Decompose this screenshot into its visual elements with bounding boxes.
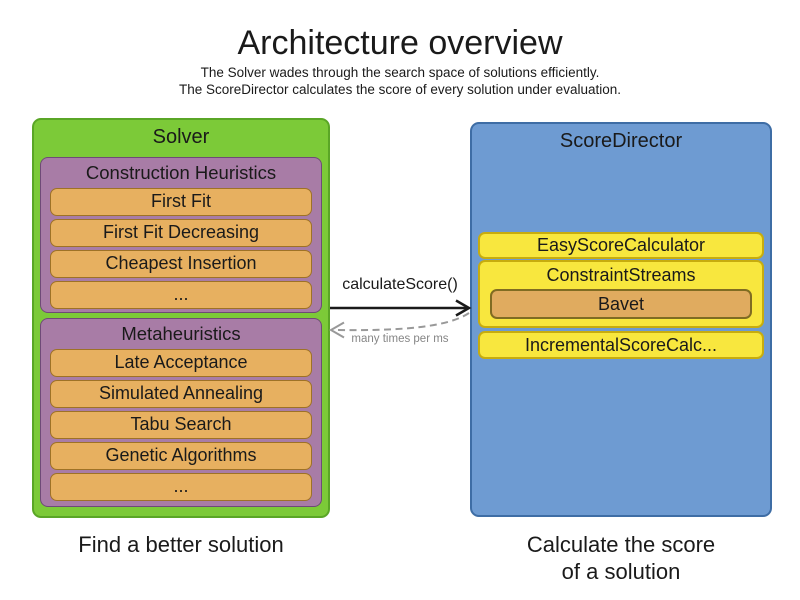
constraint-streams-label: ConstraintStreams [546, 265, 696, 285]
construction-heuristics-group: Construction Heuristics First Fit First … [40, 157, 322, 313]
score-director-caption-line-2: of a solution [561, 559, 681, 584]
algorithm-item: Simulated Annealing [50, 380, 312, 408]
frequency-label: many times per ms [351, 333, 449, 345]
solver-box: Solver Construction Heuristics First Fit… [32, 118, 330, 518]
return-arrow-dashed [328, 312, 470, 339]
metaheuristics-title: Metaheuristics [121, 323, 241, 344]
algorithm-item: Cheapest Insertion [50, 250, 312, 278]
subtitle-line-2: The ScoreDirector calculates the score o… [179, 82, 621, 97]
incremental-score-calculator-box: IncrementalScoreCalc... [478, 331, 764, 359]
bavet-box: Bavet [490, 289, 752, 319]
metaheuristics-group: Metaheuristics Late Acceptance Simulated… [40, 318, 322, 507]
score-director-box-title: ScoreDirector [559, 130, 683, 152]
construction-heuristics-items: First Fit First Fit Decreasing Cheapest … [41, 188, 321, 309]
constraint-streams-box: ConstraintStreams Bavet [478, 260, 764, 328]
algorithm-item: First Fit Decreasing [50, 219, 312, 247]
calculate-score-label: calculateScore() [342, 276, 458, 293]
algorithm-item: Genetic Algorithms [50, 442, 312, 470]
metaheuristics-items: Late Acceptance Simulated Annealing Tabu… [41, 349, 321, 501]
algorithm-item: First Fit [50, 188, 312, 216]
solver-caption: Find a better solution [78, 532, 284, 557]
calculate-score-arrow [330, 299, 472, 317]
algorithm-item-ellipsis: ... [50, 473, 312, 501]
algorithm-item-ellipsis: ... [50, 281, 312, 309]
score-director-box: ScoreDirector EasyScoreCalculator Constr… [470, 122, 772, 517]
easy-score-calculator-box: EasyScoreCalculator [478, 232, 764, 259]
score-director-caption-line-1: Calculate the score [526, 532, 716, 557]
algorithm-item: Tabu Search [50, 411, 312, 439]
algorithm-item: Late Acceptance [50, 349, 312, 377]
subtitle-line-1: The Solver wades through the search spac… [200, 65, 600, 80]
score-director-caption: Calculate the score of a solution [470, 531, 772, 585]
call-arrows [328, 299, 472, 339]
solver-box-title: Solver [152, 126, 210, 148]
page-title: Architecture overview [237, 24, 563, 62]
construction-heuristics-title: Construction Heuristics [85, 162, 277, 183]
